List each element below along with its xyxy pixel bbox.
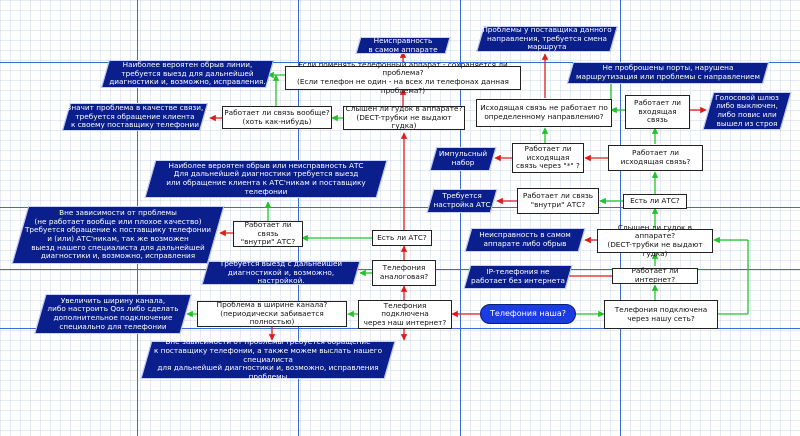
question-box: Работает ли исходящая связь? xyxy=(608,145,703,171)
process-box: IP-телефония не работает без интернета xyxy=(467,265,569,289)
question-box: Слышен ли гудок в аппарате? (DECT-трубки… xyxy=(343,104,465,130)
process-box: Требуется выезд с дальнейшей диагностико… xyxy=(205,259,357,285)
process-box: Неисправность в самом аппарате xyxy=(358,36,448,54)
process-box: Значит проблема в качестве связи, требуе… xyxy=(66,103,204,130)
process-box: Увеличить ширину канала, либо настроить … xyxy=(40,294,186,334)
question-box: Работает ли связь вообще? (хоть как-нибу… xyxy=(222,106,332,129)
process-box: Неисправность в самом аппарате либо обры… xyxy=(468,228,582,252)
question-box: Работает ли исходящая связь через "*" ? xyxy=(512,143,584,173)
guide-line-horizontal xyxy=(0,62,800,63)
guide-line-horizontal xyxy=(0,207,800,208)
question-box: Работает ли связь "внутри" АТС? xyxy=(517,188,599,214)
question-box: Работает ли входящая связь xyxy=(625,95,690,129)
question-box: Есть ли АТС? xyxy=(623,194,687,209)
question-box: Телефония подключена через нашу сеть? xyxy=(604,300,718,329)
process-box: Голосовой шлюз либо выключен, либо повис… xyxy=(708,92,786,130)
process-box: Импульсный набор xyxy=(433,147,493,171)
guide-line-vertical xyxy=(298,0,299,436)
question-box: Работает ли интернет? xyxy=(612,267,698,284)
question-box: Телефония аналоговая? xyxy=(372,260,436,286)
question-box: Если поменять телефонный аппарат - сохра… xyxy=(285,60,521,94)
guide-line-vertical xyxy=(460,0,461,436)
process-box: Требуется настройка АТС xyxy=(430,189,494,213)
process-box: Вне зависимости от проблемы (не работает… xyxy=(20,206,216,264)
question-box: Исходящая связь не работает по определен… xyxy=(476,99,612,127)
guide-line-vertical xyxy=(620,0,621,436)
start-terminal: Телефония наша? xyxy=(480,304,576,324)
process-box: Наиболее вероятен обрыв или неисправност… xyxy=(150,160,382,198)
question-box: Слышен ли гудок в аппарате? (DECT-трубки… xyxy=(597,223,713,257)
process-box: Наиболее вероятен обрыв линии, требуется… xyxy=(105,60,270,88)
process-box: Вне зависимости от проблемы требуется об… xyxy=(146,338,390,381)
process-box: Проблемы у поставщика данного направлени… xyxy=(480,25,614,52)
question-box: Телефония подключена через наш интернет? xyxy=(358,300,452,329)
question-box: Есть ли АТС? xyxy=(372,230,432,246)
question-box: Работает ли связь "внутри" АТС? xyxy=(233,220,303,247)
question-box: Проблема в ширине канала? (периодически … xyxy=(197,300,347,327)
process-box: Не проброшены порты, нарушена маршрутиза… xyxy=(570,62,766,84)
